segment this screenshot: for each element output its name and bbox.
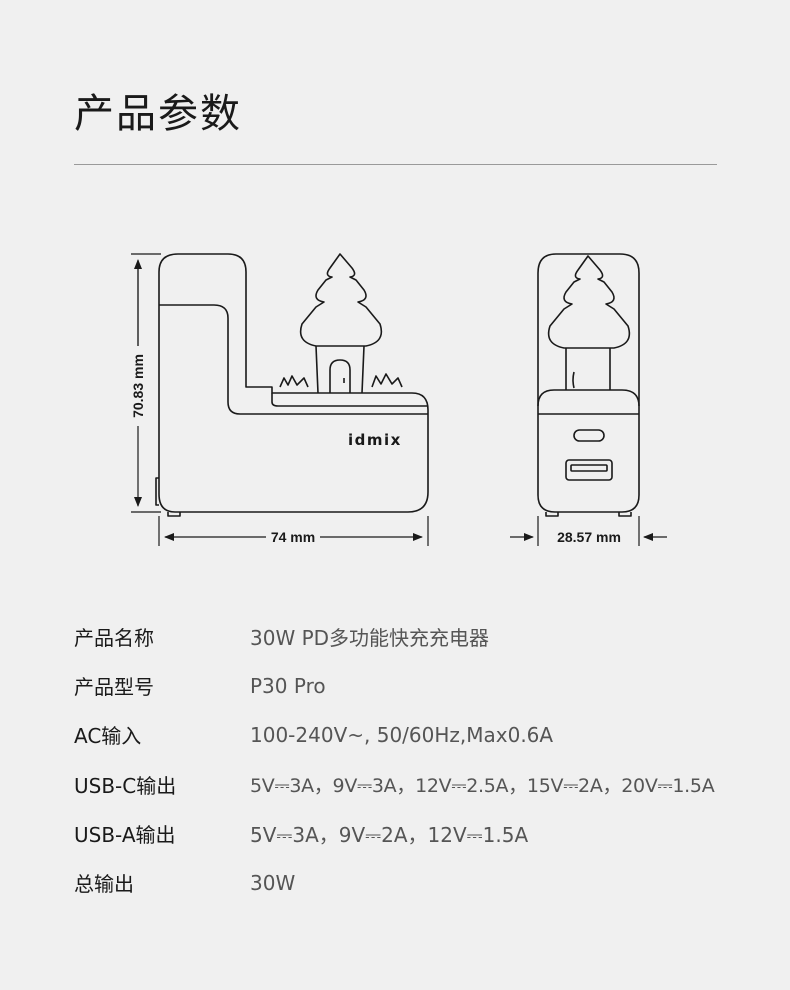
spec-label: USB-A输出 bbox=[74, 822, 176, 847]
spec-value: 5V⎓3A，9V⎓3A，12V⎓2.5A，15V⎓2A，20V⎓1.5A bbox=[250, 774, 715, 797]
product-dimension-diagram: idmix 70.83 mm 74 mm bbox=[130, 253, 667, 546]
front-tree-icon bbox=[547, 255, 631, 349]
spec-label: 产品型号 bbox=[74, 675, 154, 700]
spec-value: 30W bbox=[250, 870, 296, 895]
height-label: 70.83 mm bbox=[130, 354, 146, 418]
spec-row-usb-c-output: USB-C输出 5V⎓3A，9V⎓3A，12V⎓2.5A，15V⎓2A，20V⎓… bbox=[74, 760, 774, 809]
usb-c-port-icon bbox=[573, 429, 605, 442]
charger-side-outline bbox=[158, 253, 429, 513]
width-label: 74 mm bbox=[271, 529, 315, 545]
spec-row-usb-a-output: USB-A输出 5V⎓3A，9V⎓2A，12V⎓1.5A bbox=[74, 809, 774, 858]
spec-label: 产品名称 bbox=[74, 626, 154, 651]
front-view bbox=[537, 253, 640, 517]
spec-label: 总输出 bbox=[74, 872, 134, 897]
brand-logo: idmix bbox=[348, 431, 402, 449]
depth-dimension bbox=[510, 516, 667, 546]
height-dimension bbox=[131, 253, 161, 513]
usb-a-port-icon bbox=[565, 459, 613, 481]
side-view bbox=[155, 253, 429, 517]
tree-icon bbox=[299, 253, 383, 347]
spec-label: USB-C输出 bbox=[74, 773, 177, 798]
width-dimension bbox=[158, 516, 429, 546]
spec-row-model: 产品型号 P30 Pro bbox=[74, 661, 774, 710]
page-title: 产品参数 bbox=[74, 91, 242, 137]
spec-label: AC输入 bbox=[74, 724, 142, 749]
spec-row-total-output: 总输出 30W bbox=[74, 858, 774, 907]
spec-row-product-name: 产品名称 30W PD多功能快充充电器 bbox=[74, 612, 774, 661]
spec-value: P30 Pro bbox=[250, 673, 326, 698]
spec-table: 产品名称 30W PD多功能快充充电器 产品型号 P30 Pro AC输入 10… bbox=[74, 612, 774, 907]
depth-label: 28.57 mm bbox=[557, 529, 621, 545]
title-divider bbox=[74, 164, 717, 165]
spec-value: 30W PD多功能快充充电器 bbox=[250, 626, 490, 651]
charger-front-outline bbox=[537, 253, 640, 513]
spec-value: 100-240V~, 50/60Hz,Max0.6A bbox=[250, 722, 554, 747]
spec-value: 5V⎓3A，9V⎓2A，12V⎓1.5A bbox=[250, 822, 529, 847]
spec-row-ac-input: AC输入 100-240V~, 50/60Hz,Max0.6A bbox=[74, 710, 774, 759]
